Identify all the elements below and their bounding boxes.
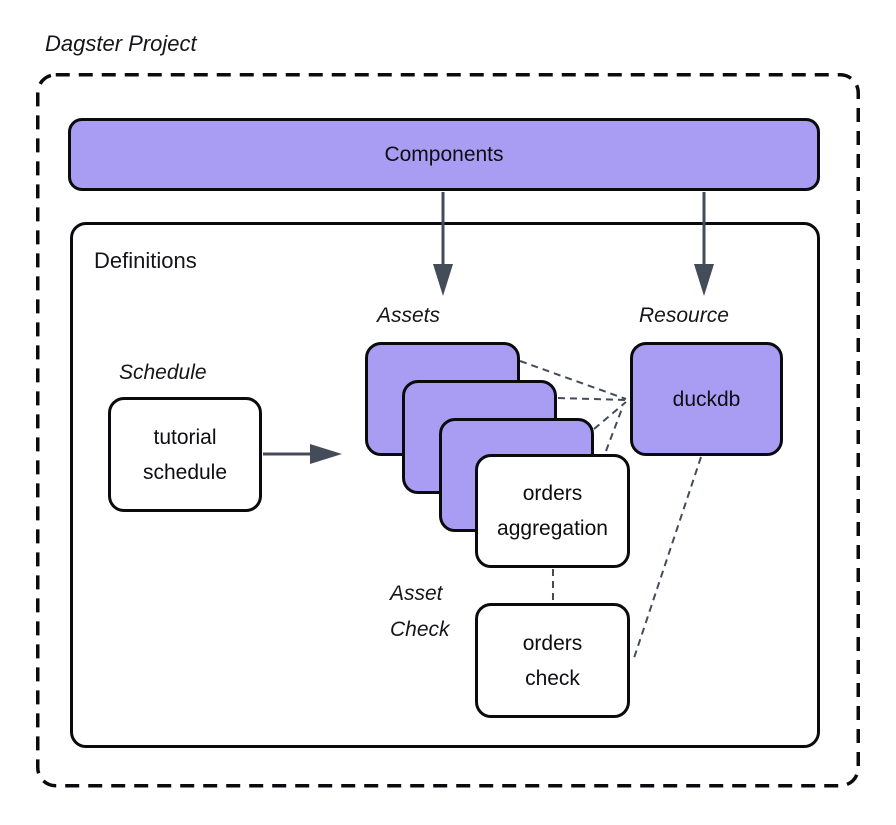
assets-label: Assets [377,304,441,327]
asset-check-label: Asset Check [390,582,450,641]
schedule-node: tutorial schedule [108,397,262,512]
schedule-label: Schedule [119,361,207,384]
orders-aggregation-node: orders aggregation [475,454,630,568]
components-bar: Components [68,118,820,191]
duckdb-node: duckdb [630,342,783,456]
orders-check-node: orders check [475,603,630,718]
definitions-label: Definitions [94,248,197,273]
resource-label: Resource [639,304,729,327]
components-label: Components [384,142,504,166]
project-title: Dagster Project [45,31,197,56]
